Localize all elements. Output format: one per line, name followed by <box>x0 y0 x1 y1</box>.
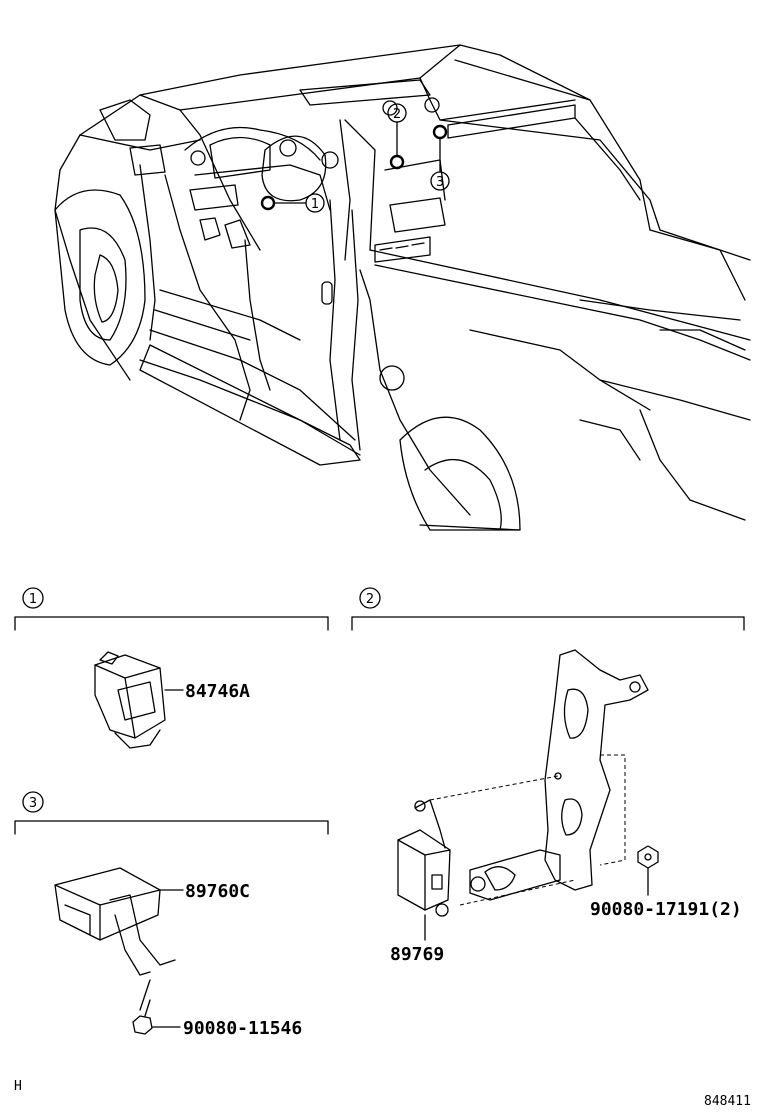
bolt-90080-11546-illustration <box>132 999 181 1035</box>
vehicle-overview-illustration <box>54 44 751 531</box>
nut-90080-17191-illustration <box>637 845 659 896</box>
section-3: 3 89760C 90080-11546 <box>14 791 329 1039</box>
section-1: 1 84746A <box>14 587 329 749</box>
callout-3-marker: 3 <box>430 124 450 191</box>
section-2: 2 89769 <box>351 587 745 965</box>
part-label-90080-17191: 90080-17191(2) <box>590 899 742 920</box>
section-1-number: 1 <box>29 592 37 607</box>
part-label-90080-11546: 90080-11546 <box>183 1018 302 1039</box>
part-label-89760c: 89760C <box>185 881 250 902</box>
footer-code: H <box>14 1079 22 1094</box>
bracket-assembly-illustration <box>429 649 649 906</box>
diagram-id: 848411 <box>704 1094 751 1109</box>
section-3-number: 3 <box>29 796 37 811</box>
callout-3-number: 3 <box>436 175 444 190</box>
part-label-84746a: 84746A <box>185 681 250 702</box>
callout-1-marker: 1 <box>260 193 325 213</box>
callout-2-marker: 2 <box>387 103 407 170</box>
callout-1-number: 1 <box>311 197 319 212</box>
callout-2-number: 2 <box>393 107 401 122</box>
part-89760c-illustration <box>54 867 184 1011</box>
part-89769-illustration <box>397 799 451 941</box>
section-2-number: 2 <box>366 592 374 607</box>
part-84746a-illustration <box>94 651 184 749</box>
part-label-89769: 89769 <box>390 944 444 965</box>
